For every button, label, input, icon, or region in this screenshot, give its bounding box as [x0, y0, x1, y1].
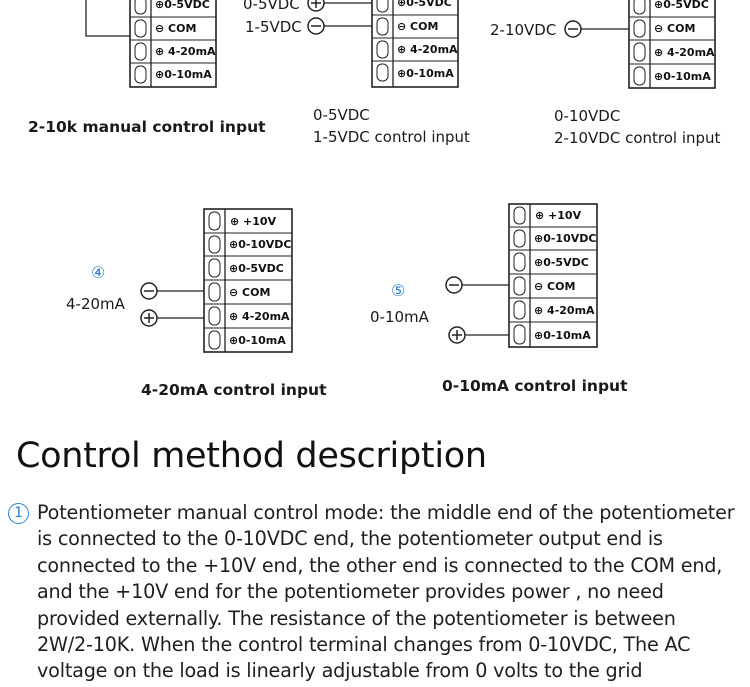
d2-input-label-a: 0-5VDC [243, 0, 300, 13]
d4-terminal-plus-10v: ⊕ +10V [230, 215, 277, 228]
d4-terminal-4-20ma: ⊕ 4-20mA [229, 310, 290, 323]
item-text: Potentiometer manual control mode: the m… [37, 501, 735, 683]
d3-terminal-block: ⊕0-5VDC ⊖ COM ⊕ 4-20mA ⊕0-10mA [628, 0, 716, 89]
d5-number: ⑤ [391, 281, 405, 300]
d3-caption-2: 2-10VDC control input [554, 129, 721, 147]
d4-input-label: 4-20mA [66, 295, 126, 313]
diagram-5: ⑤ 0-10mA ⊕ +10V ⊕0-10VD [370, 203, 628, 395]
d5-terminal-0-5vdc: ⊕0-5VDC [534, 256, 589, 269]
d3-minus-symbol [564, 20, 582, 38]
d3-terminal-0-5vdc: ⊕0-5VDC [654, 0, 709, 11]
d5-terminal-block: ⊕ +10V ⊕0-10VDC ⊕0-5VDC ⊖ COM ⊕ 4-20mA ⊕… [508, 203, 598, 348]
d1-terminal-4-20ma: ⊕ 4-20mA [155, 45, 216, 58]
d4-terminal-0-10ma: ⊕0-10mA [229, 334, 286, 347]
d5-terminal-plus-10v: ⊕ +10V [535, 209, 582, 222]
d4-caption: 4-20mA control input [141, 381, 327, 399]
d1-terminal-0-10ma: ⊕0-10mA [155, 68, 212, 81]
d3-caption-1: 0-10VDC [554, 107, 620, 125]
description-item: 1 Potentiometer manual control mode: the … [8, 500, 737, 685]
diagram-1: ⊕0-5VDC ⊖ COM ⊕ 4-20mA ⊕0-10mA 2-10k man… [28, 0, 266, 136]
d5-minus-symbol [445, 276, 463, 294]
d1-terminal-com: ⊖ COM [155, 22, 196, 35]
section-title: Control method description [16, 436, 487, 476]
d4-number: ④ [91, 263, 105, 282]
d2-caption-2: 1-5VDC control input [313, 128, 470, 146]
d4-terminal-0-10vdc: ⊕0-10VDC [229, 238, 291, 251]
d3-input-label: 2-10VDC [490, 21, 556, 39]
d4-terminal-com: ⊖ COM [229, 286, 270, 299]
d3-terminal-4-20ma: ⊕ 4-20mA [654, 46, 715, 59]
d5-terminal-4-20ma: ⊕ 4-20mA [534, 304, 595, 317]
d4-minus-symbol [140, 282, 158, 300]
wiring-diagrams: ⊕0-5VDC ⊖ COM ⊕ 4-20mA ⊕0-10mA 2-10k man… [28, 0, 721, 399]
d3-terminal-com: ⊖ COM [654, 22, 695, 35]
d2-caption-1: 0-5VDC [313, 106, 370, 124]
d1-terminal-block: ⊕0-5VDC ⊖ COM ⊕ 4-20mA ⊕0-10mA [129, 0, 217, 88]
d3-terminal-0-10ma: ⊕0-10mA [654, 70, 711, 83]
d5-caption: 0-10mA control input [442, 377, 628, 395]
d2-plus-symbol [307, 0, 325, 12]
d2-terminal-0-5vdc: ⊕0-5VDC [397, 0, 452, 9]
d4-terminal-block: ⊕ +10V ⊕0-10VDC ⊕0-5VDC ⊖ COM ⊕ 4-20mA ⊕… [203, 208, 293, 353]
diagram-4: ④ 4-20mA ⊕ +10V ⊕0-10VD [66, 208, 327, 399]
d2-terminal-block: ⊕0-5VDC ⊖ COM ⊕ 4-20mA ⊕0-10mA [371, 0, 459, 88]
d2-minus-symbol [307, 17, 325, 35]
d5-terminal-0-10ma: ⊕0-10mA [534, 329, 591, 342]
d1-wire [85, 0, 130, 37]
d5-plus-symbol [448, 326, 466, 344]
d1-terminal-0-5vdc: ⊕0-5VDC [155, 0, 210, 11]
diagram-3: 2-10VDC ⊕0-5VDC ⊖ COM ⊕ 4-20mA ⊕0-10mA 0… [490, 0, 721, 147]
d5-input-label: 0-10mA [370, 308, 430, 326]
d2-terminal-4-20ma: ⊕ 4-20mA [397, 43, 458, 56]
d2-terminal-0-10ma: ⊕0-10mA [397, 67, 454, 80]
d4-terminal-0-5vdc: ⊕0-5VDC [229, 262, 284, 275]
d4-plus-symbol [140, 309, 158, 327]
d5-terminal-com: ⊖ COM [534, 280, 575, 293]
d1-caption: 2-10k manual control input [28, 118, 266, 136]
diagram-2: 0-5VDC 1-5VDC ⊕0-5VDC ⊖ COM ⊕ 4-20mA ⊕0 [243, 0, 470, 146]
d2-terminal-com: ⊖ COM [397, 20, 438, 33]
d5-terminal-0-10vdc: ⊕0-10VDC [534, 232, 596, 245]
item-number-badge: 1 [8, 503, 29, 524]
d2-input-label-b: 1-5VDC [245, 18, 302, 36]
